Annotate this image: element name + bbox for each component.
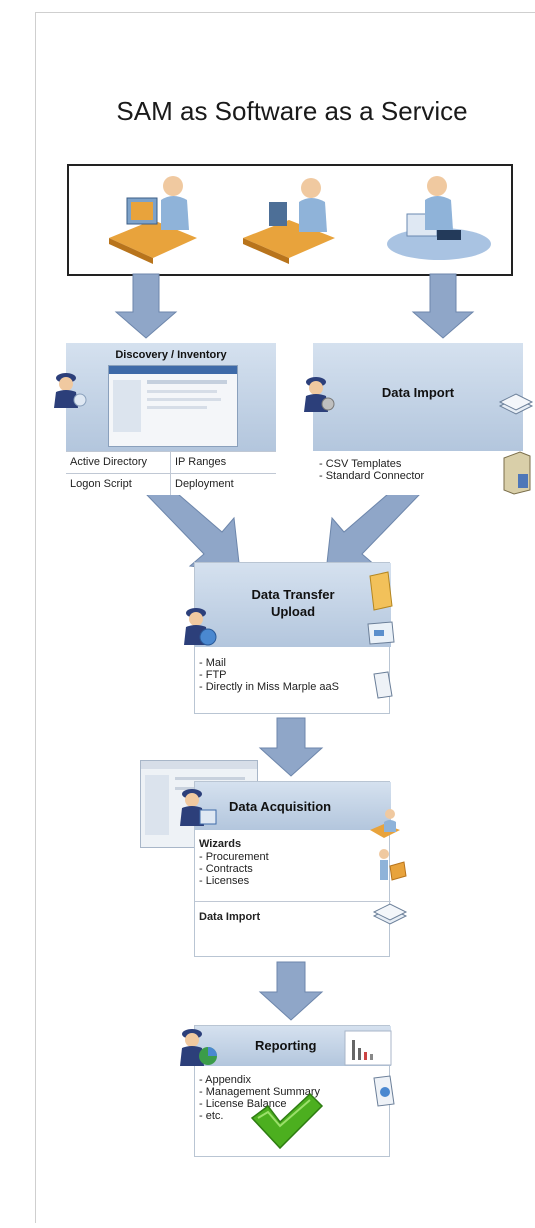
report-item-summary: - Management Summary (199, 1086, 321, 1098)
folder-icon (369, 571, 393, 611)
purchase-person-icon (379, 849, 407, 881)
server-icon (503, 451, 531, 495)
users-box (67, 164, 513, 276)
agent-window-icon (180, 789, 217, 826)
agent-icon (54, 373, 87, 408)
data-import-item-csv: - CSV Templates (319, 458, 402, 470)
report-item-etc: - etc. (199, 1110, 224, 1122)
cell-ip-ranges: IP Ranges (171, 451, 276, 473)
data-import-heading: Data Import (381, 385, 455, 400)
arrow-down-right (411, 273, 475, 339)
arrow-down-center-2 (258, 961, 324, 1021)
acq-item-procurement: - Procurement (199, 851, 269, 863)
data-transfer-heading-1: Data Transfer (251, 587, 335, 602)
agent-gear-icon (304, 377, 335, 412)
data-import-box: Data Import - CSV Templates - Standard C… (313, 343, 523, 495)
checkmark-icon (250, 1092, 324, 1150)
transfer-item-ftp: - FTP (199, 669, 227, 681)
document-icon (373, 671, 393, 699)
cell-deployment: Deployment (171, 473, 276, 495)
user-office-icon (387, 176, 491, 260)
data-transfer-heading-2: Upload (270, 604, 316, 619)
data-import-item-connector: - Standard Connector (319, 470, 425, 482)
discovery-heading: Discovery / Inventory (115, 349, 227, 361)
user-desk-icon (243, 178, 335, 264)
acq-item-licenses: - Licenses (199, 875, 250, 887)
mail-icon (367, 621, 395, 645)
agent-chart-icon (180, 1029, 217, 1066)
acq-data-import-label: Data Import (199, 911, 261, 923)
page-frame (35, 12, 535, 1223)
screenshot-thumbnail (108, 365, 238, 447)
user-desk-small-icon (370, 809, 400, 838)
report-item-balance: - License Balance (199, 1098, 287, 1110)
arrow-diagonal-left (144, 493, 241, 573)
report-document-icon (373, 1075, 395, 1107)
acq-item-contracts: - Contracts (199, 863, 253, 875)
wizards-label: Wizards (199, 838, 242, 850)
documents-stack-icon (498, 393, 534, 415)
reporting-heading: Reporting (255, 1038, 317, 1053)
bar-chart-icon (344, 1030, 392, 1066)
transfer-item-mail: - Mail (199, 657, 226, 669)
discovery-inventory-box: Discovery / Inventory Active Directory I… (66, 343, 276, 495)
page-title: SAM as Software as a Service (116, 96, 468, 126)
cell-active-directory: Active Directory (66, 451, 171, 473)
cell-logon-script: Logon Script (66, 473, 171, 495)
data-acquisition-box: Data Acquisition Wizards - Procurement -… (194, 781, 391, 957)
agent-globe-icon (184, 608, 217, 646)
arrow-down-center-1 (258, 717, 324, 777)
arrow-diagonal-right (325, 493, 422, 573)
user-workstation-icon (109, 176, 197, 264)
report-item-appendix: - Appendix (199, 1074, 251, 1086)
acquisition-heading: Data Acquisition (229, 799, 332, 814)
transfer-item-direct: - Directly in Miss Marple aaS (199, 681, 339, 693)
arrow-down-left (114, 273, 178, 339)
documents-stack-icon-2 (372, 903, 408, 925)
data-transfer-box: Data Transfer Upload - Mail - FTP - Dire… (194, 562, 391, 714)
